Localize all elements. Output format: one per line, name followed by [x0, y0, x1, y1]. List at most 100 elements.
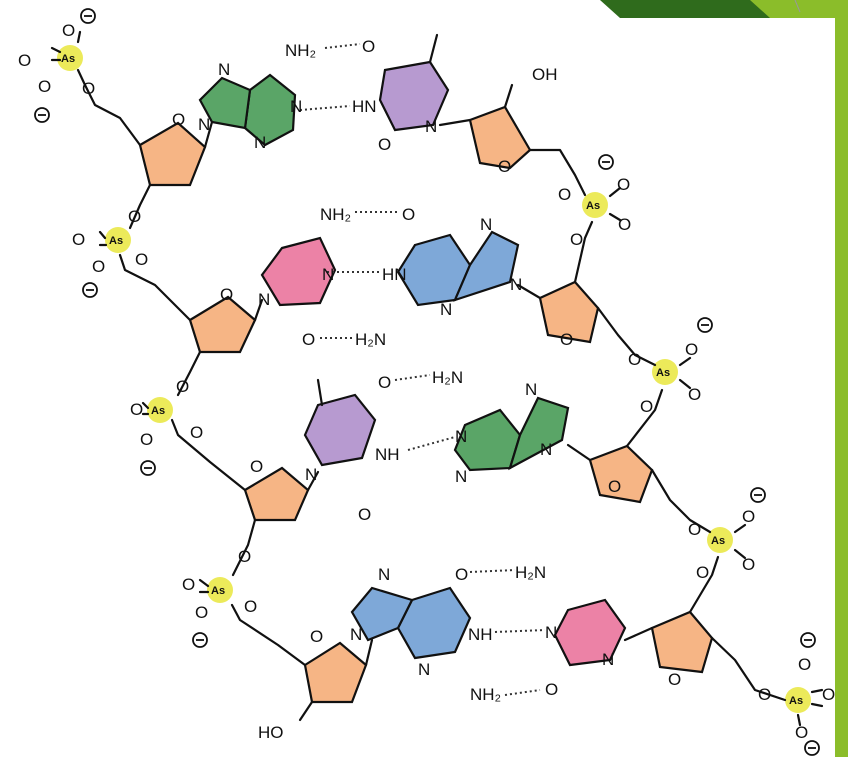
- oxygen-label: O: [378, 135, 391, 154]
- guanine-base: [453, 230, 520, 302]
- oxygen-label: O: [72, 230, 85, 249]
- sugar-ring: [188, 295, 257, 354]
- amine-label: NH₂: [320, 205, 351, 224]
- negative-charge-icon: [598, 154, 614, 170]
- oxygen-label: O: [302, 330, 315, 349]
- sugar-ring: [588, 444, 654, 504]
- oxygen-label: O: [358, 505, 371, 524]
- oxygen-label: O: [244, 597, 257, 616]
- sugar-ring: [303, 641, 368, 704]
- adenine-base: [243, 73, 297, 147]
- arsenic-label: As: [656, 367, 670, 379]
- oxygen-label: O: [190, 423, 203, 442]
- negative-charge-icon: [697, 317, 713, 333]
- oxygen-label: O: [795, 723, 808, 742]
- backbone-bonds: [50, 30, 824, 727]
- oxygen-label: O: [18, 51, 31, 70]
- charge-symbols: [34, 8, 820, 756]
- oxygen-label: O: [82, 79, 95, 98]
- oxygen-label: O: [742, 507, 755, 526]
- oxygen-label: O: [310, 627, 323, 646]
- negative-charge-icon: [140, 460, 156, 476]
- nitrogen-label: N: [350, 625, 362, 644]
- oxygen-label: O: [220, 285, 233, 304]
- nitrogen-label: N: [378, 565, 390, 584]
- oxygen-label: O: [128, 207, 141, 226]
- arsenic-label: As: [586, 200, 600, 212]
- imine-label: HN: [352, 97, 377, 116]
- negative-charge-icon: [800, 632, 816, 648]
- oxygen-label: O: [62, 21, 75, 40]
- arsenate-group: [582, 192, 608, 218]
- nitrogen-label: N: [455, 467, 467, 486]
- arsenate-group: [105, 227, 131, 253]
- oxygen-label: O: [558, 185, 571, 204]
- adenine-base: [508, 396, 570, 471]
- adenine-base: [198, 76, 252, 130]
- oxygen-label: O: [172, 110, 185, 129]
- negative-charge-icon: [750, 487, 766, 503]
- amine-label: H₂N: [515, 563, 546, 582]
- oxygen-label: O: [250, 457, 263, 476]
- amine-label: NH₂: [285, 41, 316, 60]
- nitrogen-label: N: [545, 623, 557, 642]
- oxygen-label: O: [618, 215, 631, 234]
- oxygen-label: O: [238, 547, 251, 566]
- sugar-ring: [650, 610, 714, 674]
- hydroxyl-label: HO: [258, 723, 284, 742]
- nitrogen-label: N: [254, 133, 266, 152]
- nitrogen-label: N: [290, 97, 302, 116]
- sugar-ring: [243, 466, 310, 522]
- oxygen-label: O: [402, 205, 415, 224]
- arsenate-group: [207, 577, 233, 603]
- oxygen-label: O: [640, 397, 653, 416]
- slide-accent: [600, 0, 848, 757]
- oxygen-label: O: [758, 685, 771, 704]
- oxygen-label: O: [92, 257, 105, 276]
- amine-label: NH₂: [470, 685, 501, 704]
- nitrogen-label: N: [418, 660, 430, 679]
- nitrogen-label: N: [322, 265, 334, 284]
- sugar-ring: [468, 105, 532, 170]
- negative-charge-icon: [804, 740, 820, 756]
- hydrogen-bonds: [299, 43, 546, 696]
- oxygen-label: O: [617, 175, 630, 194]
- oxygen-label: O: [545, 680, 558, 699]
- oxygen-label: O: [560, 330, 573, 349]
- oxygen-label: O: [608, 477, 621, 496]
- arsenic-labels: As As As As As As As As: [61, 53, 803, 707]
- oxygen-label: O: [130, 400, 143, 419]
- sugar-ring: [138, 121, 207, 187]
- oxygen-label: O: [498, 157, 511, 176]
- thymine-base: [378, 60, 450, 132]
- oxygen-label: O: [378, 373, 391, 392]
- negative-charge-icon: [34, 107, 50, 123]
- nitrogen-label: N: [480, 215, 492, 234]
- negative-charge-icon: [192, 632, 208, 648]
- oxygen-label: O: [688, 385, 701, 404]
- nitrogen-label: N: [510, 275, 522, 294]
- sugar-ring: [538, 280, 600, 344]
- thymine-base: [303, 393, 377, 467]
- oxygen-label: O: [668, 670, 681, 689]
- oxygen-label: O: [570, 230, 583, 249]
- arsenic-label: As: [109, 235, 123, 247]
- oxygen-label: O: [455, 565, 468, 584]
- oxygen-label: O: [182, 575, 195, 594]
- oxygen-label: O: [688, 520, 701, 539]
- amine-label: H₂N: [432, 368, 463, 387]
- oxygen-label: O: [38, 77, 51, 96]
- cytosine-base: [553, 598, 627, 667]
- negative-charge-icon: [82, 282, 98, 298]
- oxygen-label: O: [628, 350, 641, 369]
- nitrogen-label: N: [425, 117, 437, 136]
- arsenate-group: [57, 45, 83, 71]
- arsenic-label: As: [789, 695, 803, 707]
- oxygen-label: O: [362, 37, 375, 56]
- nitrogen-label: N: [258, 290, 270, 309]
- arsenate-group: [147, 397, 173, 423]
- oxygen-label: O: [822, 685, 835, 704]
- oxygen-label: O: [135, 250, 148, 269]
